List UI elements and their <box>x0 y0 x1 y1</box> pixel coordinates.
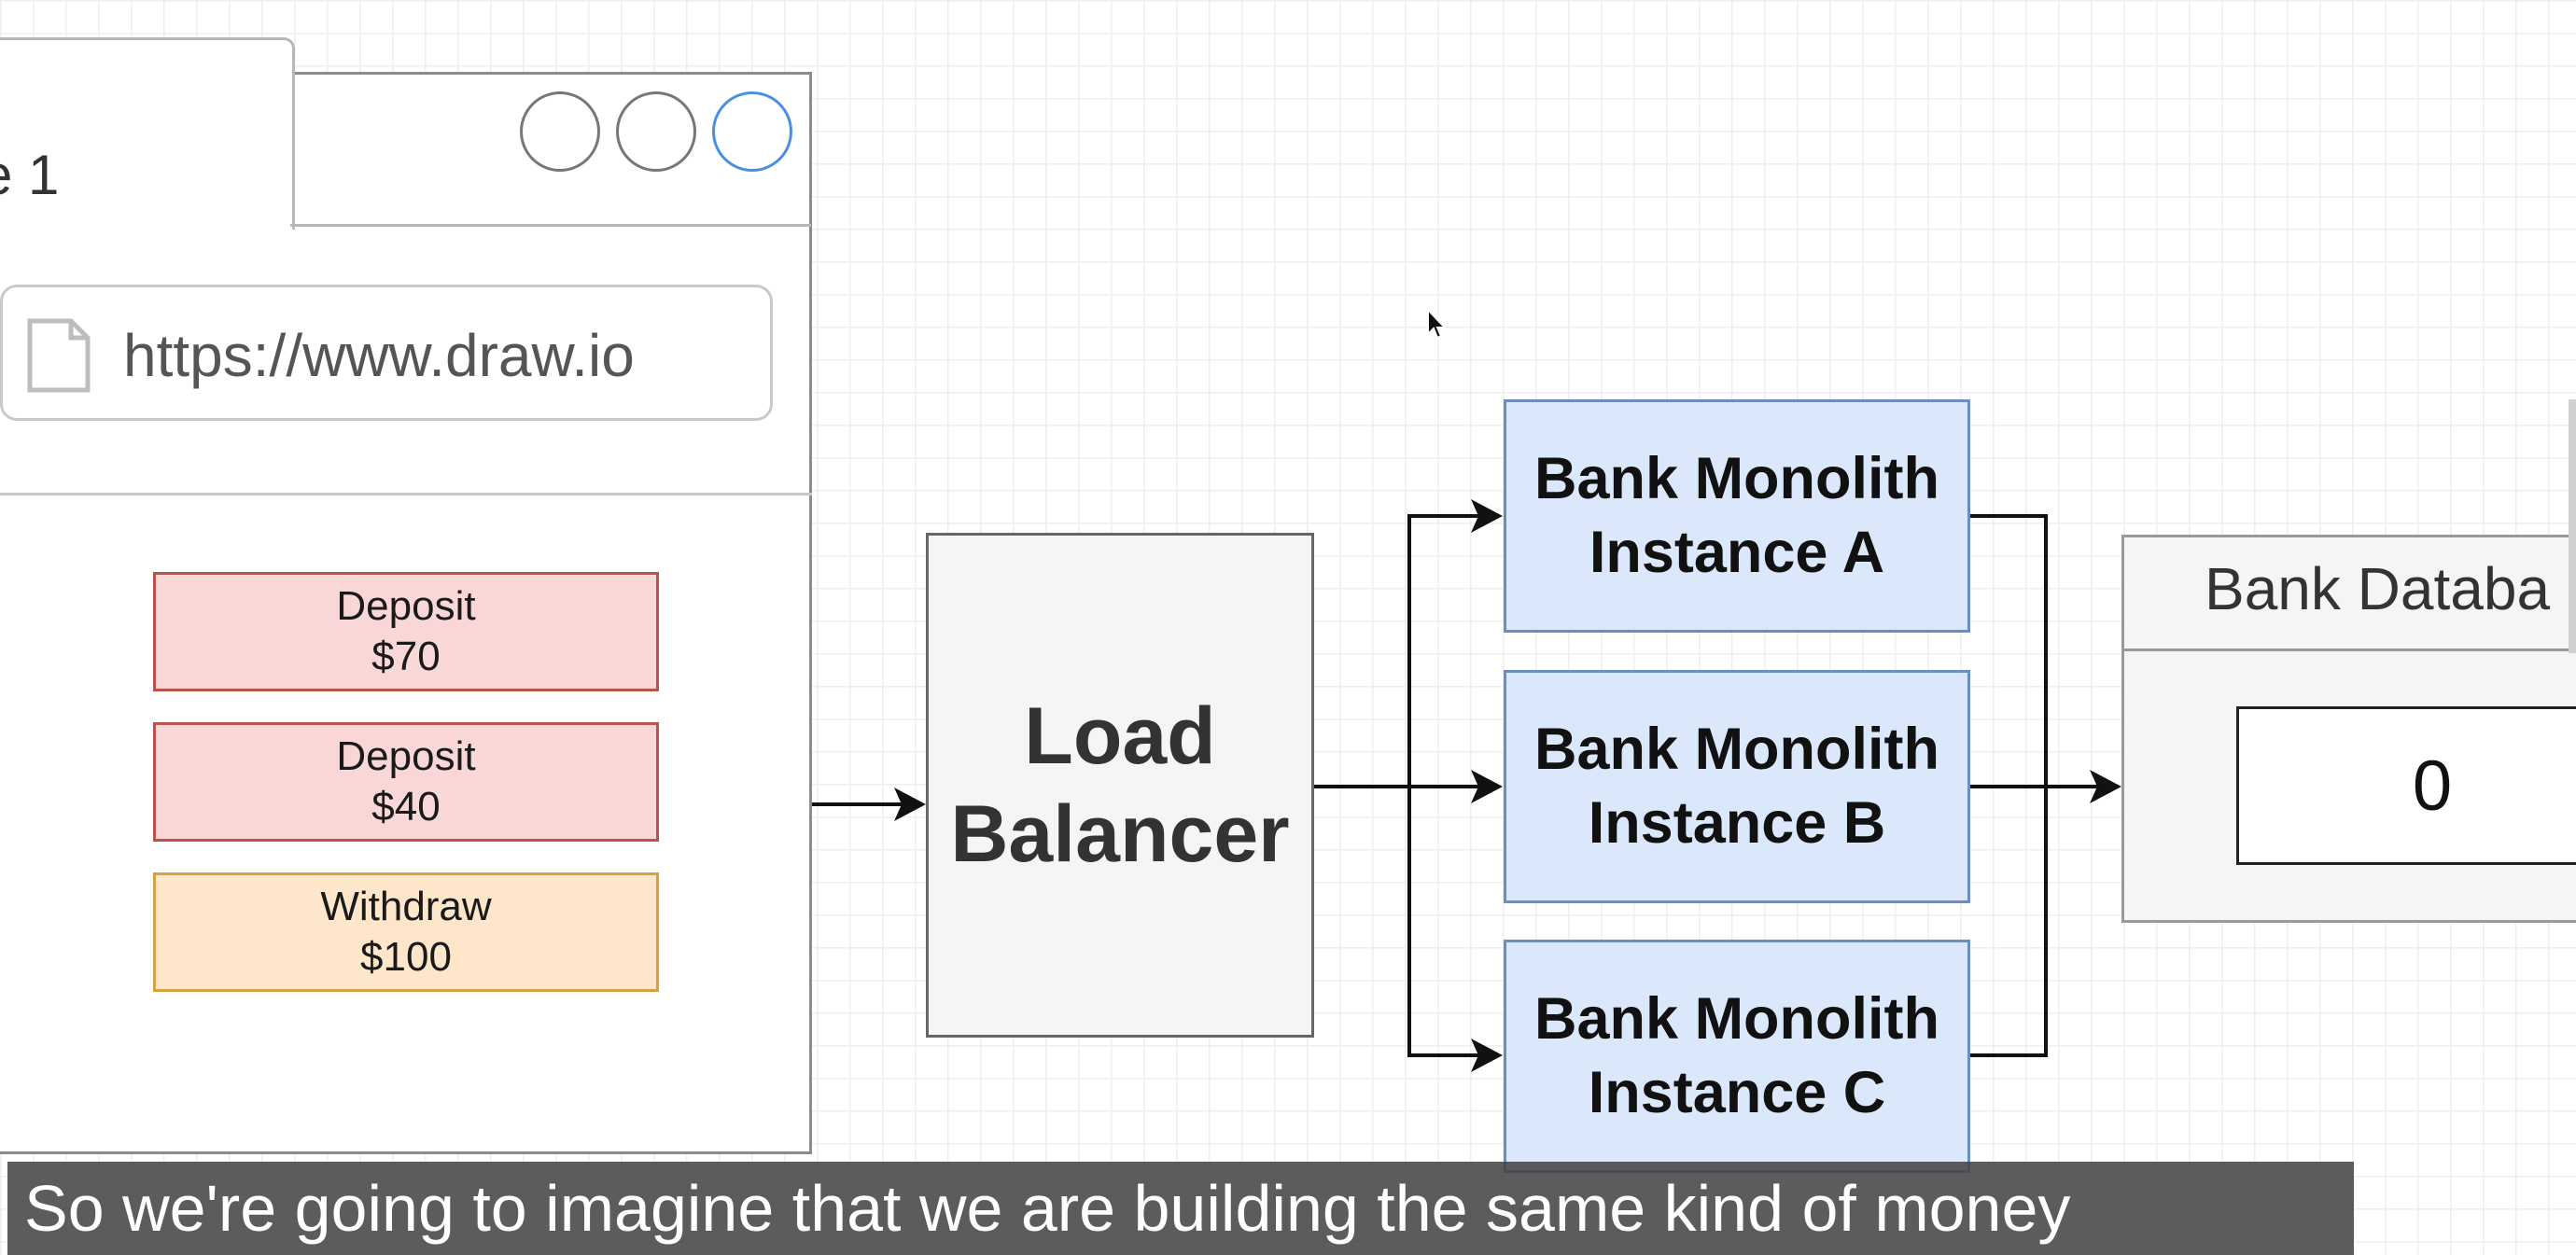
arrow-head <box>894 788 926 821</box>
bank-monolith-instance-c: Bank Monolith Instance C <box>1504 940 1970 1173</box>
window-button-active[interactable] <box>712 91 792 172</box>
video-caption: So we're going to imagine that we are bu… <box>7 1162 2354 1255</box>
database-title: Bank Databa <box>2205 555 2551 622</box>
url-bar[interactable] <box>0 285 773 421</box>
database-divider <box>2121 648 2576 651</box>
browser-tab[interactable] <box>0 37 295 230</box>
arrow-head <box>1471 1039 1503 1072</box>
transaction-type: Withdraw <box>320 884 492 930</box>
arrow-head <box>2090 770 2121 803</box>
load-balancer-label-line1: Load <box>1024 690 1216 781</box>
window-button[interactable] <box>520 91 600 172</box>
transaction-deposit-40: Deposit $40 <box>153 722 659 842</box>
instance-label-line1: Bank Monolith <box>1534 716 1939 782</box>
transaction-amount: $70 <box>371 634 441 679</box>
bank-monolith-instance-b: Bank Monolith Instance B <box>1504 670 1970 903</box>
connector-arrows <box>812 499 2121 1072</box>
arrow-head <box>1471 499 1503 533</box>
instance-label-line2: Instance B <box>1588 790 1886 856</box>
window-button[interactable] <box>616 91 696 172</box>
instance-label-line2: Instance A <box>1589 520 1885 585</box>
database-value: 0 <box>2236 706 2576 865</box>
scrollbar[interactable] <box>2569 399 2576 653</box>
transaction-amount: $40 <box>371 784 441 830</box>
load-balancer-label-line2: Balancer <box>950 788 1290 879</box>
tab-divider <box>290 224 811 227</box>
transaction-withdraw-100: Withdraw $100 <box>153 872 659 992</box>
mouse-cursor-icon <box>1427 308 1448 340</box>
instance-label-line1: Bank Monolith <box>1534 985 1939 1052</box>
url-text: https://www.draw.io <box>123 322 635 389</box>
instance-label-line1: Bank Monolith <box>1534 445 1939 511</box>
load-balancer: Load Balancer <box>926 533 1314 1038</box>
transaction-type: Deposit <box>336 583 476 630</box>
transaction-amount: $100 <box>360 934 452 980</box>
instance-label-line2: Instance C <box>1588 1060 1886 1125</box>
page-icon <box>27 318 91 393</box>
bank-monolith-instance-a: Bank Monolith Instance A <box>1504 399 1970 633</box>
transaction-deposit-70: Deposit $70 <box>153 572 659 691</box>
transaction-type: Deposit <box>336 733 476 780</box>
page-divider <box>0 493 812 495</box>
tab-label: e 1 <box>0 144 60 206</box>
arrow-head <box>1471 770 1503 803</box>
